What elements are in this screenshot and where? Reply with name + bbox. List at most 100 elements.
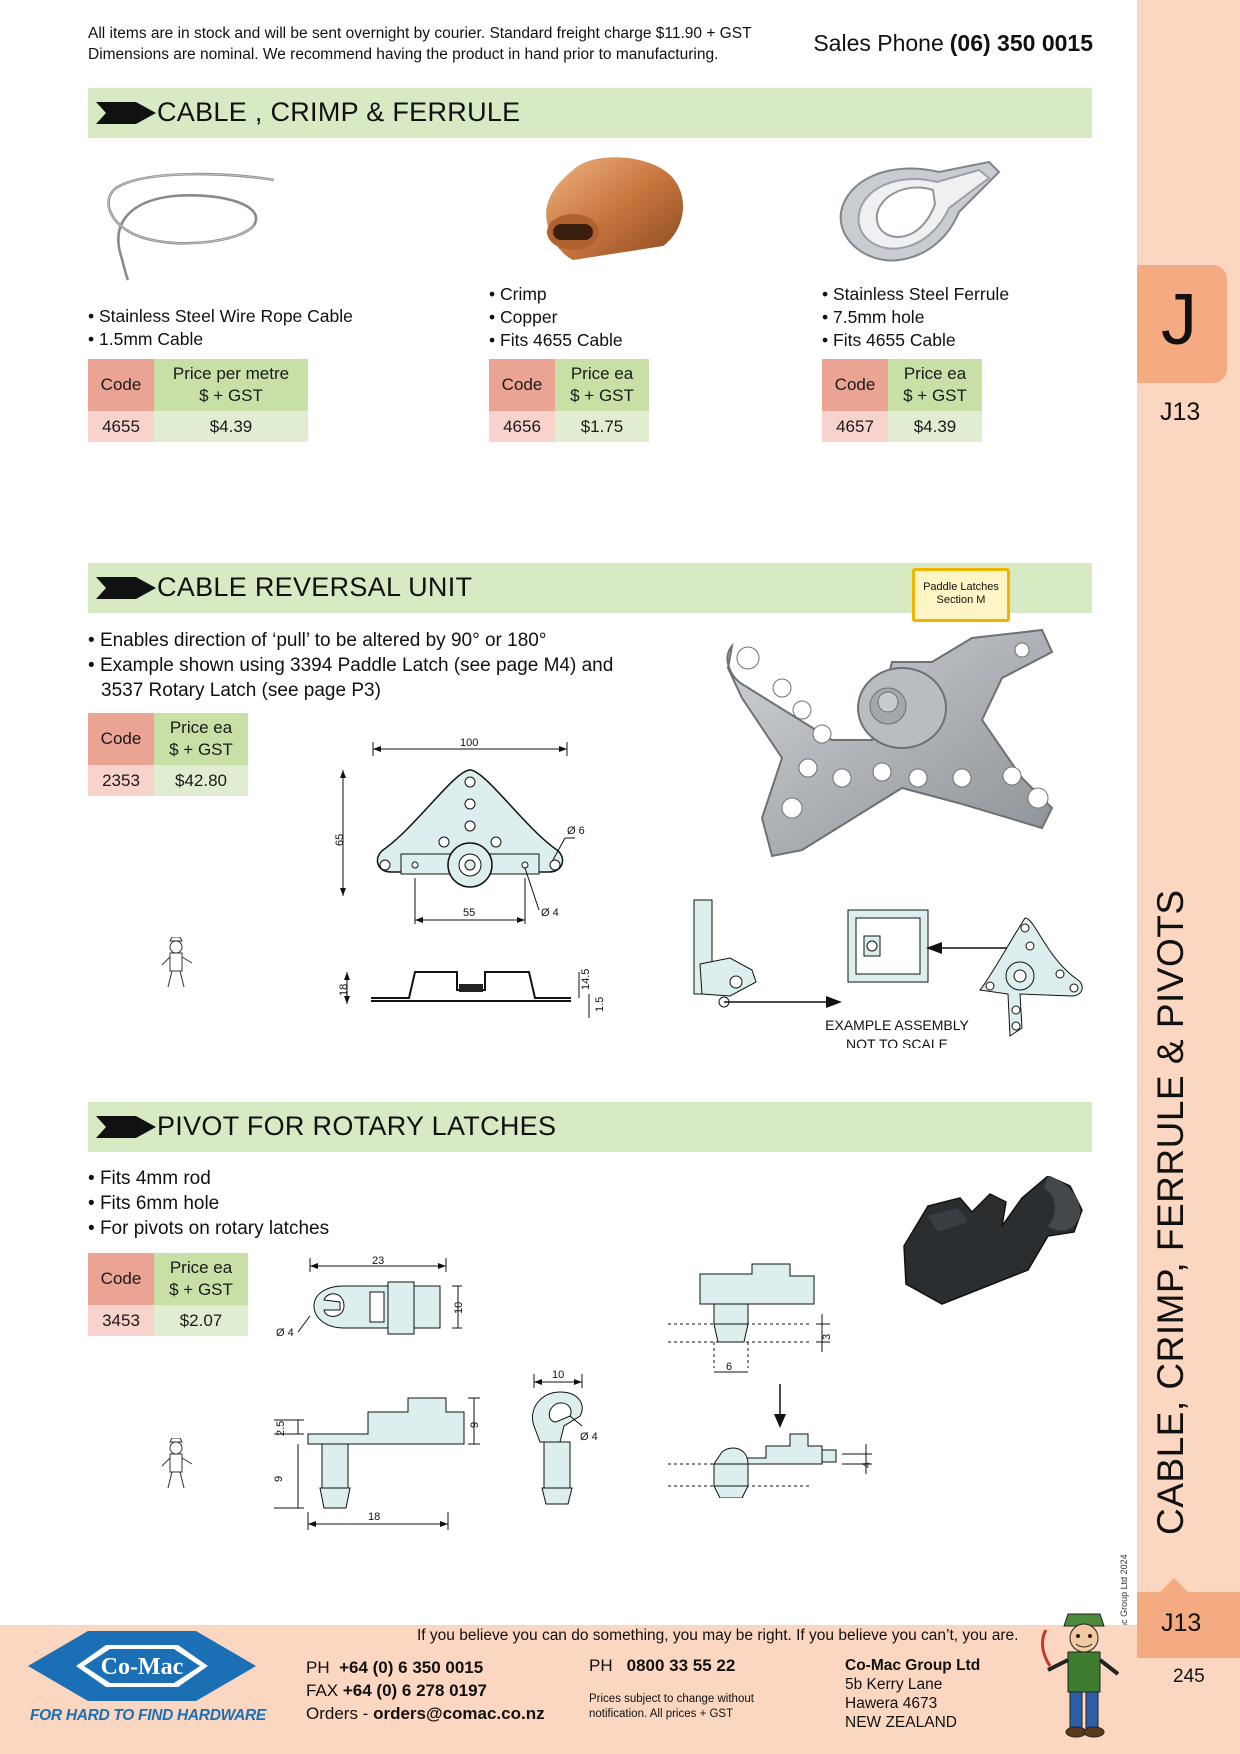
- dim-inst-b: 6: [726, 1361, 732, 1373]
- dim-width: 100: [460, 738, 478, 749]
- dim-end-w: 10: [552, 1370, 564, 1381]
- feature-item: Stainless Steel Wire Rope Cable: [88, 305, 353, 328]
- notice-line-1: All items are in stock and will be sent …: [88, 25, 752, 42]
- dim-side-b: 9: [273, 1476, 285, 1482]
- page-ref-top: J13: [1160, 398, 1201, 426]
- badge-line-1: Paddle Latches: [923, 581, 999, 593]
- copper-crimp-image: [546, 157, 684, 260]
- price-table-3453: Code Price ea$ + GST 3453 $2.07: [88, 1253, 248, 1336]
- product-code: 2353: [88, 765, 154, 796]
- dim-hole-spacing: 55: [463, 907, 475, 919]
- freephone-number[interactable]: 0800 33 55 22: [626, 1656, 736, 1675]
- section-bar-cable: CABLE , CRIMP & FERRULE: [88, 88, 1092, 138]
- pivot-photo: [903, 1176, 1083, 1305]
- sales-phone: Sales Phone(06) 350 0015: [813, 30, 1093, 57]
- feature-item: Example shown using 3394 Paddle Latch (s…: [88, 653, 613, 678]
- company-name: Co-Mac Group Ltd: [845, 1657, 981, 1674]
- feature-item: 1.5mm Cable: [88, 328, 353, 351]
- feature-item: Fits 4mm rod: [88, 1166, 329, 1191]
- pivot-side-drawing: 2.5 9 9 18: [273, 1397, 481, 1530]
- dim-hole-b: Ø 4: [541, 907, 559, 919]
- dim-height: 65: [335, 834, 346, 846]
- section-title-cable: CABLE , CRIMP & FERRULE: [157, 97, 521, 127]
- dim-inst-a: 3: [821, 1334, 833, 1340]
- dim-side-a: 2.5: [275, 1421, 287, 1436]
- orders-email-link[interactable]: orders@comac.co.nz: [373, 1704, 545, 1723]
- dim-side-w: 18: [368, 1511, 380, 1523]
- contact-block: PH +64 (0) 6 350 0015 FAX +64 (0) 6 278 …: [306, 1656, 545, 1725]
- address-line-3: NEW ZEALAND: [845, 1714, 957, 1731]
- product-code: 4657: [822, 411, 888, 442]
- disclaimer-line-1: Prices subject to change without: [589, 1693, 754, 1705]
- notice-line-2: Dimensions are nominal. We recommend hav…: [88, 46, 719, 63]
- reversal-unit-side-drawing: 18 14.5 1.5: [338, 969, 606, 1018]
- feature-item: Fits 4655 Cable: [489, 329, 623, 352]
- dim-side-c: 9: [469, 1422, 481, 1428]
- dim-hole-a: Ø 6: [567, 825, 585, 837]
- product-4655-features: Stainless Steel Wire Rope Cable 1.5mm Ca…: [88, 305, 353, 351]
- code-header: Code: [822, 359, 888, 411]
- product-price: $4.39: [154, 411, 308, 442]
- assembly-label-1: EXAMPLE ASSEMBLY: [825, 1017, 969, 1033]
- co-mac-logo[interactable]: Co-Mac: [28, 1627, 256, 1705]
- price-table-4657: Code Price ea$ + GST 4657 $4.39: [822, 359, 982, 442]
- code-header: Code: [489, 359, 555, 411]
- price-table-4655: Code Price per metre$ + GST 4655 $4.39: [88, 359, 308, 442]
- arrow-icon: [96, 577, 156, 599]
- reversal-unit-photo: [726, 628, 1054, 858]
- section-title-reversal: CABLE REVERSAL UNIT: [157, 572, 473, 602]
- code-header: Code: [88, 1253, 154, 1305]
- mascot-small-icon: [161, 1438, 193, 1489]
- arrow-icon: [96, 102, 156, 124]
- page-ref-tab-bottom: J13: [1137, 1592, 1240, 1658]
- company-address: Co-Mac Group Ltd 5b Kerry Lane Hawera 46…: [845, 1656, 980, 1732]
- price-header: Price ea$ + GST: [888, 359, 982, 411]
- sales-phone-label: Sales Phone: [813, 30, 944, 56]
- vertical-section-title: CABLE, CRIMP, FERRULE & PIVOTS: [1150, 889, 1191, 1535]
- price-header: Price ea$ + GST: [555, 359, 649, 411]
- arrow-icon: [96, 1116, 156, 1138]
- code-header: Code: [88, 359, 154, 411]
- feature-item: Crimp: [489, 283, 623, 306]
- dim-side-a: 14.5: [580, 969, 592, 990]
- feature-item: 7.5mm hole: [822, 306, 1009, 329]
- fax-line: FAX +64 (0) 6 278 0197: [306, 1681, 488, 1700]
- product-price: $2.07: [154, 1305, 248, 1336]
- logo-text: Co-Mac: [101, 1654, 184, 1680]
- price-table-4656: Code Price ea$ + GST 4656 $1.75: [489, 359, 649, 442]
- address-line-1: 5b Kerry Lane: [845, 1676, 943, 1693]
- code-header: Code: [88, 713, 154, 765]
- mascot-footer-image: [1041, 1613, 1120, 1738]
- pivot-end-drawing: 10 Ø 4: [532, 1370, 598, 1505]
- sales-phone-number[interactable]: (06) 350 0015: [949, 30, 1093, 56]
- steel-ferrule-image: [839, 160, 1001, 262]
- paddle-latches-badge[interactable]: Paddle Latches Section M: [912, 568, 1010, 622]
- price-table-2353: Code Price ea$ + GST 2353 $42.80: [88, 713, 248, 796]
- phone-number[interactable]: +64 (0) 6 350 0015: [339, 1658, 484, 1677]
- brand-tagline: FOR HARD TO FIND HARDWARE: [30, 1707, 266, 1724]
- assembly-label-2: NOT TO SCALE: [846, 1036, 948, 1048]
- price-header: Price per metre$ + GST: [154, 359, 308, 411]
- dim-top-w: 23: [372, 1256, 384, 1267]
- section-title-pivot: PIVOT FOR ROTARY LATCHES: [157, 1111, 557, 1141]
- feature-item: Copper: [489, 306, 623, 329]
- pivot-features: Fits 4mm rod Fits 6mm hole For pivots on…: [88, 1166, 329, 1241]
- feature-item: For pivots on rotary latches: [88, 1216, 329, 1241]
- section-tab-j[interactable]: J: [1137, 265, 1227, 383]
- price-header: Price ea$ + GST: [154, 1253, 248, 1305]
- feature-item: Fits 6mm hole: [88, 1191, 329, 1216]
- stock-notice: All items are in stock and will be sent …: [88, 23, 752, 65]
- reversal-unit-plan-drawing: 100 65 Ø 6 Ø 4 55: [335, 738, 585, 924]
- section-bar-pivot: PIVOT FOR ROTARY LATCHES: [88, 1102, 1092, 1152]
- address-line-2: Hawera 4673: [845, 1695, 938, 1712]
- mascot-small-icon: [161, 937, 193, 988]
- dim-inst-c: 4: [861, 1462, 873, 1468]
- feature-item: Stainless Steel Ferrule: [822, 283, 1009, 306]
- orders-line: Orders - orders@comac.co.nz: [306, 1704, 545, 1723]
- product-price: $42.80: [154, 765, 248, 796]
- product-4656-features: Crimp Copper Fits 4655 Cable: [489, 283, 623, 352]
- wire-rope-cable-image: [107, 172, 275, 281]
- pivot-installation-drawing: 6 3 4: [668, 1263, 873, 1498]
- feature-item: Fits 4655 Cable: [822, 329, 1009, 352]
